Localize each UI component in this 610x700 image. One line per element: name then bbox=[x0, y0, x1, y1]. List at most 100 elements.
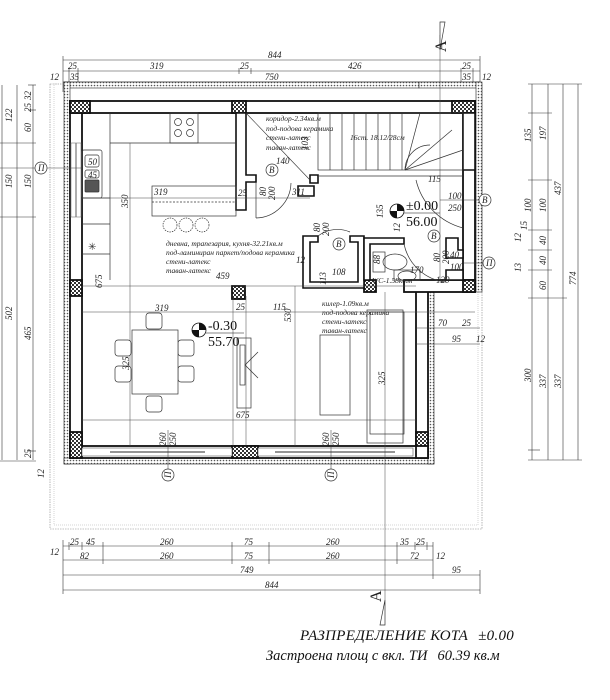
dim-top-25a: 25 bbox=[68, 61, 78, 71]
dim-top-12b: 12 bbox=[482, 72, 492, 82]
dim-porch-95: 95 bbox=[452, 334, 462, 344]
dim-stair-115: 115 bbox=[428, 174, 441, 184]
window-tag-right-label: П bbox=[485, 258, 493, 268]
section-marker-bottom bbox=[379, 599, 386, 626]
entry-door bbox=[415, 179, 464, 229]
reference-lines bbox=[0, 35, 475, 600]
wc-label: WC-1.58кв.м bbox=[372, 276, 413, 285]
dim-door-80b: 80 bbox=[312, 223, 322, 233]
dim-left-60: 60 bbox=[23, 123, 33, 133]
dim-bot-35: 35 bbox=[399, 537, 410, 547]
dim-win-250b: 250 bbox=[331, 432, 341, 446]
dim-win-250a: 250 bbox=[168, 432, 178, 446]
dim-left-122: 122 bbox=[4, 108, 14, 122]
dim-tv-25: 25 bbox=[236, 302, 246, 312]
elevation-marker-entry bbox=[389, 203, 440, 219]
plan-title-heading: РАЗПРЕДЕЛЕНИЕ КОТА bbox=[300, 628, 469, 644]
built-area-label: Застроена площ с вкл. ТИ bbox=[266, 648, 428, 664]
door-tag-corridor bbox=[265, 163, 279, 177]
dim-top-35b: 35 bbox=[461, 72, 472, 82]
section-marker-top bbox=[439, 21, 446, 51]
dim-island-319: 319 bbox=[153, 187, 168, 197]
storage-label-walls: стени-латекс bbox=[322, 317, 367, 326]
elevation-living-relative: -0.30 bbox=[208, 319, 237, 334]
dim-bot-260b: 260 bbox=[326, 537, 340, 547]
dim-top-426: 426 bbox=[348, 61, 362, 71]
dim-wc-170: 170 bbox=[410, 265, 424, 275]
dim-stair-103: 103 bbox=[300, 136, 310, 150]
dim-bot-12: 12 bbox=[50, 547, 60, 557]
elevation-entry-absolute: 56.00 bbox=[406, 215, 438, 230]
dim-porch-25: 25 bbox=[462, 318, 472, 328]
dim-bot-25b: 25 bbox=[416, 537, 426, 547]
section-label-bottom: A bbox=[368, 590, 385, 602]
elevation-entry-relative: ±0.00 bbox=[406, 199, 438, 214]
dim-storage-12: 12 bbox=[296, 255, 306, 265]
dim-530: 530 bbox=[283, 308, 293, 322]
dim-door-200b: 200 bbox=[321, 222, 331, 236]
living-label-ceiling: таван-латекс bbox=[166, 266, 212, 275]
dim-kitchen-675: 675 bbox=[94, 274, 104, 288]
dim-sink-50: 50 bbox=[88, 157, 98, 167]
dim-right-197: 197 bbox=[538, 126, 548, 140]
right-dimensions bbox=[528, 83, 582, 461]
corridor-label-floor: под-подова керамика bbox=[266, 124, 333, 133]
built-area-value: 60.39 кв.м bbox=[437, 648, 500, 664]
dim-corridor-140: 140 bbox=[276, 156, 290, 166]
dim-win-40: 40 bbox=[450, 250, 460, 260]
stairs-label: 16ст. 18.12/28см bbox=[350, 133, 405, 142]
living-label-walls: стени-латекс bbox=[166, 257, 211, 266]
dim-win-260b: 260 bbox=[321, 432, 331, 446]
storage-door bbox=[317, 229, 351, 237]
dim-bot-12b: 12 bbox=[436, 551, 446, 561]
dim-door-200c: 200 bbox=[441, 250, 451, 264]
dim-top-35a: 35 bbox=[69, 72, 80, 82]
window-tag-bottom-left-label: П bbox=[163, 471, 173, 479]
elevation-marker-living bbox=[191, 322, 244, 338]
dim-bot-75b: 75 bbox=[244, 551, 254, 561]
dim-bot-749: 749 bbox=[240, 565, 254, 575]
dim-storage-113: 113 bbox=[318, 272, 328, 285]
door-tag-entry-label: В bbox=[482, 195, 488, 205]
dim-right-337a: 337 bbox=[538, 374, 548, 389]
plan-title: РАЗПРЕДЕЛЕНИЕ КОТА ±0.00 bbox=[300, 628, 514, 645]
dim-wall-25: 25 bbox=[238, 188, 248, 198]
dim-right-100b: 100 bbox=[538, 198, 548, 212]
dim-porch-12: 12 bbox=[476, 334, 486, 344]
dim-left-12: 12 bbox=[36, 469, 46, 479]
window-tag-left bbox=[34, 161, 48, 175]
dim-right-15: 15 bbox=[519, 221, 529, 231]
section-label-top: A bbox=[433, 40, 450, 52]
dim-right-13: 13 bbox=[513, 263, 523, 273]
plan-title-level: ±0.00 bbox=[478, 628, 515, 644]
storage-label-ceiling: таван-латекс bbox=[322, 326, 368, 335]
dim-left-25a: 25 bbox=[23, 103, 33, 113]
left-dimensions bbox=[0, 84, 36, 462]
corridor-door bbox=[255, 182, 292, 219]
corridor-label-name: коридор-2.34кв.м bbox=[266, 114, 321, 123]
dim-bot-25a: 25 bbox=[70, 537, 80, 547]
dim-top-25c: 25 bbox=[462, 61, 472, 71]
dim-bot-260c: 260 bbox=[160, 551, 174, 561]
elevation-living-absolute: 55.70 bbox=[208, 335, 240, 350]
dim-dining-325: 325 bbox=[121, 356, 131, 371]
dim-win-100: 100 bbox=[450, 262, 464, 272]
dim-door-80a: 80 bbox=[258, 187, 268, 197]
window-tag-left-label: П bbox=[37, 163, 45, 173]
dim-top-844: 844 bbox=[268, 50, 282, 60]
dim-bot-72: 72 bbox=[410, 551, 420, 561]
dim-bot-75a: 75 bbox=[244, 537, 254, 547]
dim-right-437: 437 bbox=[553, 181, 563, 195]
dim-left-150a: 150 bbox=[4, 174, 14, 188]
dim-sofa-325: 325 bbox=[377, 371, 387, 386]
living-label-floor: под-ламиниран паркет/подова керамика bbox=[166, 248, 295, 257]
dim-entry-100: 100 bbox=[448, 191, 462, 201]
dim-right-337b: 337 bbox=[553, 374, 563, 389]
living-label-name: дневна, трапезария, кухня-32.21кв.м bbox=[166, 239, 283, 248]
dim-bot-82: 82 bbox=[80, 551, 90, 561]
door-tag-wc bbox=[427, 229, 441, 243]
dim-right-40a: 40 bbox=[538, 236, 548, 246]
dim-door-80c: 80 bbox=[432, 253, 442, 263]
dim-door-200a: 200 bbox=[267, 186, 277, 200]
